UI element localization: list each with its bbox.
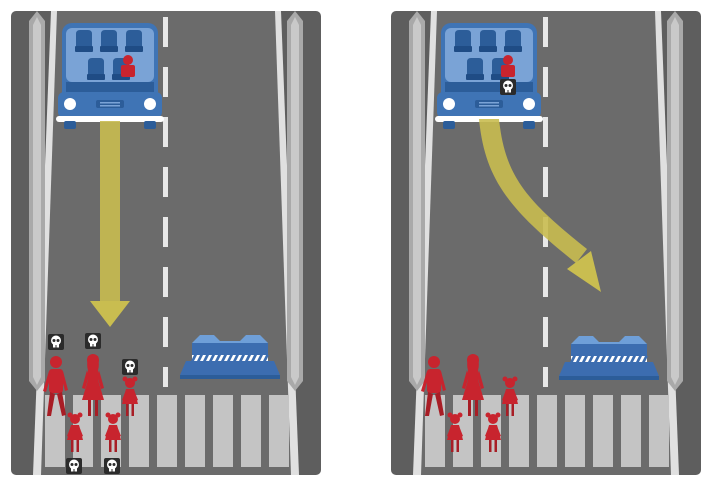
road-left bbox=[11, 11, 321, 475]
road-right bbox=[391, 11, 701, 475]
concrete-barrier-right bbox=[559, 336, 659, 380]
trajectory-arrow-swerve bbox=[479, 119, 601, 292]
concrete-barrier-left bbox=[180, 335, 280, 379]
scenario-right-option[interactable] bbox=[391, 11, 701, 475]
skull-icon bbox=[122, 359, 138, 375]
skull-icon bbox=[500, 79, 516, 95]
skull-icon bbox=[48, 334, 64, 350]
skull-icon bbox=[85, 333, 101, 349]
autonomous-car-left bbox=[56, 23, 164, 129]
trajectory-arrow-straight bbox=[90, 121, 130, 327]
scenario-left-option[interactable] bbox=[11, 11, 321, 475]
passenger-left bbox=[121, 55, 135, 77]
passenger-right bbox=[501, 55, 515, 77]
skull-icon bbox=[66, 458, 82, 474]
skull-icon bbox=[104, 458, 120, 474]
autonomous-car-right bbox=[435, 23, 543, 129]
